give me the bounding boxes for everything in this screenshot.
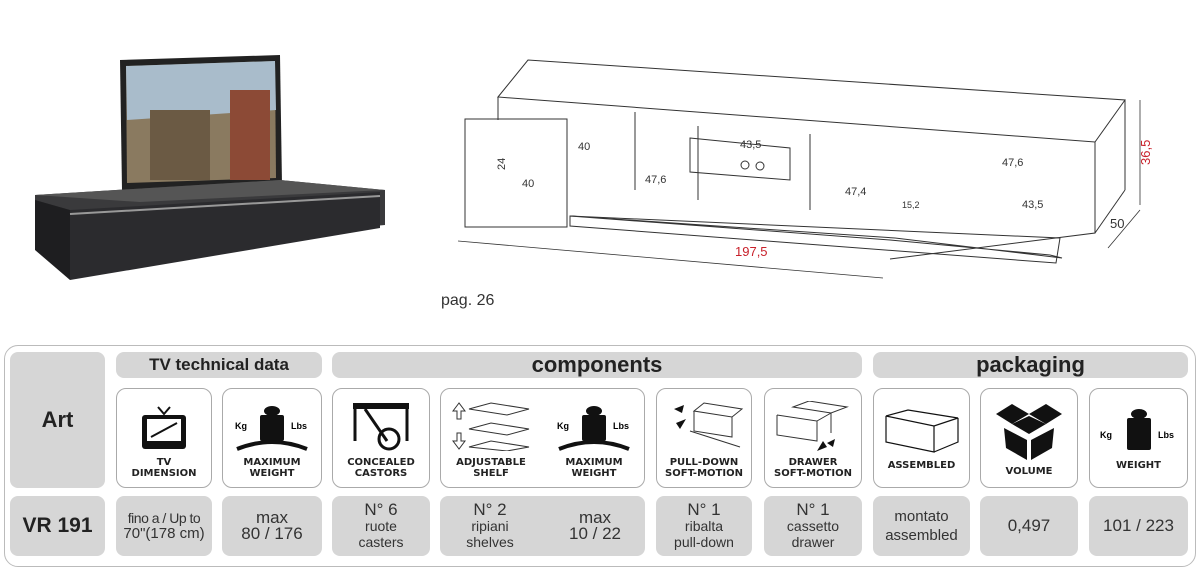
svg-text:Kg: Kg: [557, 421, 569, 431]
svg-text:Kg: Kg: [235, 421, 247, 431]
assembled-icon: [884, 409, 959, 453]
art-header: Art: [10, 352, 105, 488]
dim-left-width: 47,6: [645, 174, 666, 186]
icon-label: SOFT-MOTION: [774, 468, 852, 479]
dim-center-height: 15,2: [902, 200, 920, 210]
value-line: 70"(178 cm): [123, 525, 205, 542]
concealed-castors-icon: [353, 403, 409, 451]
dim-height: 36,5: [1138, 140, 1153, 165]
dim-drawer-height: 24: [496, 158, 508, 170]
value-line: fino a / Up to: [127, 510, 201, 526]
volume-value: 0,497: [980, 496, 1078, 556]
technical-drawing: 24 40 40 47,6 43,5 47,4 15,2 47,6 43,5 1…: [457, 59, 1153, 279]
article-code: VR 191: [10, 496, 105, 556]
value-line: 0,497: [1007, 516, 1051, 535]
value-line: montato: [894, 508, 949, 525]
packaging-header: packaging: [873, 352, 1188, 378]
icon-label: CASTORS: [354, 468, 408, 479]
icon-label: WEIGHT: [249, 468, 295, 479]
icon-label: CONCEALED: [347, 457, 415, 468]
value-line: N° 2: [473, 500, 507, 519]
value-line: assembled: [885, 527, 958, 544]
icon-label: WEIGHT: [571, 468, 617, 479]
volume-cell: VOLUME: [980, 388, 1078, 488]
svg-text:Lbs: Lbs: [291, 421, 307, 431]
value-line: N° 6: [364, 500, 398, 519]
dim-center-width: 47,4: [845, 186, 866, 198]
value-line: ripiani: [471, 518, 509, 534]
value-line: ribalta: [684, 518, 724, 534]
dim-left-depth: 43,5: [740, 139, 761, 151]
value-line: casters: [358, 534, 404, 550]
product-photo: [35, 55, 385, 280]
value-line: shelves: [466, 534, 514, 550]
drawer-icon: [776, 401, 849, 451]
value-line: cassetto: [786, 518, 840, 534]
icon-label: VOLUME: [1005, 466, 1053, 477]
icon-label: TV: [156, 457, 172, 468]
dim-depth: 50: [1110, 216, 1124, 231]
dim-width: 197,5: [735, 244, 768, 259]
dim-drawer-depth: 40: [578, 141, 590, 153]
icon-label: ASSEMBLED: [887, 460, 956, 471]
maximum-weight-icon: Kg Lbs: [235, 406, 308, 451]
adjustable-shelf-icon: [452, 402, 530, 451]
icon-label: WEIGHT: [1116, 460, 1161, 471]
icon-label: DRAWER: [788, 457, 838, 468]
tv-dimension-icon: [142, 406, 186, 449]
value-line: 80 / 176: [241, 524, 303, 543]
svg-text:Kg: Kg: [1100, 430, 1112, 440]
value-line: drawer: [791, 534, 835, 550]
icon-label: SOFT-MOTION: [665, 468, 743, 479]
value-line: 10 / 22: [569, 524, 621, 543]
dim-right-width: 47,6: [1002, 157, 1023, 169]
value-line: 101 / 223: [1103, 516, 1174, 535]
svg-text:Lbs: Lbs: [1158, 430, 1174, 440]
icon-label: MAXIMUM: [243, 457, 301, 468]
weight-icon: Kg Lbs: [1100, 409, 1174, 450]
tv-data-header: TV technical data: [116, 352, 322, 378]
icon-label: SHELF: [473, 468, 509, 479]
page-reference: pag. 26: [441, 292, 495, 309]
icon-label: MAXIMUM: [565, 457, 623, 468]
icon-label: PULL-DOWN: [669, 457, 739, 468]
value-line: N° 1: [796, 500, 830, 519]
svg-text:Lbs: Lbs: [613, 421, 629, 431]
value-line: max: [578, 508, 612, 527]
value-line: N° 1: [687, 500, 721, 519]
pull-down-icon: [674, 402, 744, 448]
value-line: max: [255, 508, 289, 527]
dim-right-depth: 43,5: [1022, 199, 1043, 211]
shelf-maximum-weight-icon: Kg Lbs: [557, 406, 630, 451]
assembled-value: montato assembled: [873, 496, 970, 556]
spec-table: [4, 345, 1196, 567]
dim-drawer-width: 40: [522, 178, 534, 190]
volume-icon: [996, 404, 1062, 460]
icon-label: DIMENSION: [131, 468, 197, 479]
icon-label: ADJUSTABLE: [456, 457, 526, 468]
components-header: components: [332, 352, 862, 378]
assembled-cell: ASSEMBLED: [873, 388, 970, 488]
value-line: ruote: [365, 518, 397, 534]
weight-value: 101 / 223: [1089, 496, 1188, 556]
shelf-values: [440, 496, 645, 556]
weight-cell: Kg Lbs WEIGHT: [1089, 388, 1188, 488]
value-line: pull-down: [674, 534, 734, 550]
